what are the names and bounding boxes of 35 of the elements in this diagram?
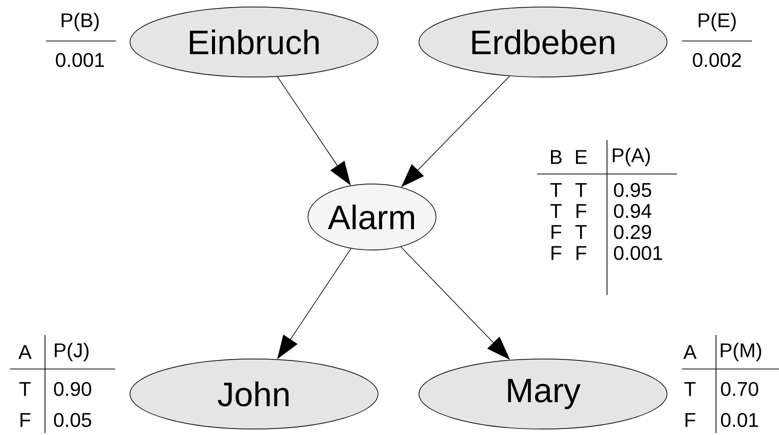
probability-label: T xyxy=(550,183,562,197)
probability-label: A xyxy=(683,345,697,359)
probability-label: 0.94 xyxy=(614,204,652,218)
ellipse-node: Mary xyxy=(418,358,668,430)
probability-label: 0.01 xyxy=(720,412,758,428)
probability-label: F xyxy=(576,246,586,260)
probability-label: 0.90 xyxy=(54,382,92,396)
probability-label: A xyxy=(18,345,32,359)
probability-label: T xyxy=(575,225,587,239)
probability-label: F xyxy=(576,204,586,218)
probability-label: F xyxy=(552,246,562,260)
probability-label: F xyxy=(552,225,562,239)
probability-label: F xyxy=(20,413,30,427)
probability-label: 0.002 xyxy=(692,52,741,68)
probability-label: P(J) xyxy=(54,342,88,362)
ellipse-node: Einbruch xyxy=(130,6,378,78)
probability-label: T xyxy=(19,382,31,396)
probability-label: F xyxy=(686,413,696,427)
probability-label: P(E) xyxy=(698,12,736,32)
ellipse-node: Alarm xyxy=(308,184,436,250)
probability-label: 0.05 xyxy=(54,412,92,428)
ellipse-node: Erdbeben xyxy=(418,6,668,78)
probability-label: 0.29 xyxy=(614,224,652,240)
ellipse-node: John xyxy=(130,358,378,430)
probability-label: 0.70 xyxy=(720,382,758,396)
probability-label: 0.001 xyxy=(56,52,104,68)
probability-label: B xyxy=(551,150,562,164)
probability-label: 0.001 xyxy=(614,246,662,260)
probability-label: T xyxy=(550,204,562,218)
probability-label: P(A) xyxy=(612,148,650,166)
probability-label: P(M) xyxy=(720,342,762,362)
probability-label: 0.95 xyxy=(614,182,652,198)
probability-label: P(B) xyxy=(62,12,99,32)
probability-label: T xyxy=(575,183,587,197)
probability-label: E xyxy=(576,150,587,164)
